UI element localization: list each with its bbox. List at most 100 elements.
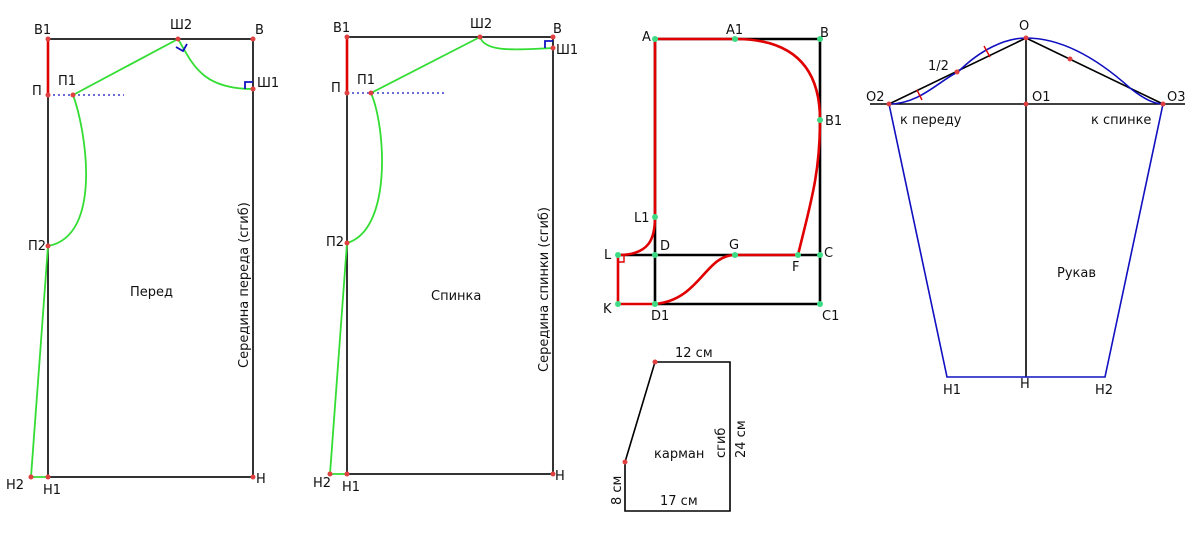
front-label-sh1: Ш1: [257, 76, 279, 91]
back-label-sh1: Ш1: [556, 43, 578, 58]
pocket-left-size: 8 см: [610, 476, 625, 505]
hood-point-l: [615, 252, 621, 258]
front-right-angle-mark: [175, 43, 188, 53]
sleeve-point-o3: [1160, 101, 1166, 107]
back-label-n2: Н2: [313, 476, 331, 491]
back-point-p: [344, 90, 350, 96]
front-point-p2: [45, 243, 51, 249]
sleeve-label-o3: O3: [1167, 90, 1186, 105]
back-frame: [346, 36, 554, 475]
sleeve-outline: [888, 103, 1164, 378]
sleeve-point-o: [1023, 35, 1029, 41]
sleeve-tick-mark: [916, 89, 923, 101]
back-right-angle-mark: [544, 40, 553, 48]
hood-label-k: K: [603, 302, 612, 317]
front-side-seam: [30, 245, 49, 478]
front-point-n2: [28, 474, 34, 480]
sleeve-label-o: O: [1019, 19, 1029, 34]
back-neckline: [479, 36, 554, 51]
hood-label-c1: C1: [822, 309, 839, 324]
hood-point-c1: [817, 301, 823, 307]
front-frame: [47, 38, 254, 478]
hood-pattern: A A1 B B1 L1 L D G C F K D1 C1: [603, 23, 842, 324]
front-point-p: [45, 92, 51, 98]
sleeve-label-h2: Н2: [1095, 383, 1113, 398]
sleeve-point-half: [954, 69, 960, 75]
front-pattern: В1 Ш2 В Ш1 П П1 П2 Н2 Н1 Н Перед Середин…: [6, 18, 279, 498]
front-label-n1: Н1: [43, 483, 61, 498]
hood-label-d: D: [660, 239, 670, 254]
hood-label-a: A: [642, 30, 651, 45]
front-title: Перед: [130, 285, 173, 300]
front-point-p1: [70, 92, 76, 98]
sleeve-label-h1: Н1: [943, 383, 961, 398]
back-point-sh1: [550, 45, 556, 51]
front-point-n: [250, 474, 256, 480]
back-fold-label: Середина спинки (сгиб): [537, 207, 552, 372]
back-label-n: Н: [555, 469, 565, 484]
sleeve-point-o1: [1023, 101, 1029, 107]
back-label-p1: П1: [357, 73, 375, 88]
back-label-sh2: Ш2: [470, 17, 492, 32]
pocket-fold-label: сгиб: [714, 428, 729, 458]
sleeve-label-o2: O2: [866, 90, 885, 105]
pocket-pattern: 12 см карман сгиб 24 см 8 см 17 см: [610, 346, 749, 512]
front-fold-label: Середина переда (сгиб): [237, 202, 252, 368]
sleeve-point-back-half: [1067, 56, 1073, 62]
front-neckline: [177, 38, 254, 90]
pocket-top-size: 12 см: [675, 346, 713, 361]
sleeve-title: Рукав: [1057, 266, 1096, 281]
back-label-p: П: [331, 81, 341, 96]
pocket-outline: [624, 361, 731, 512]
sleeve-tick-mark: [983, 45, 991, 58]
front-right-angle-mark: [244, 81, 253, 89]
hood-point-d1: [652, 301, 658, 307]
back-point-n1: [344, 471, 350, 477]
front-point-sh2: [175, 36, 181, 42]
back-label-v1: В1: [333, 21, 350, 36]
sleeve-back-side-label: к спинке: [1091, 113, 1151, 128]
back-label-v: В: [553, 22, 562, 37]
sleeve-pattern: O 1/2 O2 O1 O3 к переду к спинке Рукав Н…: [866, 19, 1186, 398]
front-label-v1: В1: [34, 23, 51, 38]
hood-point-l1: [652, 214, 658, 220]
front-point-v1: [45, 36, 51, 42]
pocket-point-left: [622, 459, 628, 465]
pocket-point-top-left: [652, 359, 658, 365]
hood-label-d1: D1: [651, 309, 669, 324]
hood-right-angle-mark: [618, 255, 625, 263]
back-point-p2: [344, 240, 350, 246]
back-point-v1: [344, 34, 350, 40]
back-point-sh2: [477, 34, 483, 40]
sleeve-label-half: 1/2: [928, 59, 949, 74]
back-point-n: [550, 471, 556, 477]
hood-label-a1: A1: [726, 23, 743, 38]
front-label-p: П: [32, 84, 42, 99]
hood-point-g: [732, 252, 738, 258]
back-armhole: [346, 92, 383, 244]
hood-label-f: F: [792, 260, 799, 275]
hood-label-l: L: [604, 248, 612, 263]
sleeve-front-side-label: к переду: [900, 113, 962, 128]
front-point-sh1: [250, 86, 256, 92]
hood-point-a1: [732, 36, 738, 42]
back-title: Спинка: [431, 289, 481, 304]
front-shoulder-line: [72, 38, 179, 96]
pocket-right-size: 24 см: [734, 420, 749, 458]
front-label-n: Н: [256, 472, 266, 487]
hood-outline: [616, 37, 822, 306]
front-point-v: [250, 36, 256, 42]
front-label-sh2: Ш2: [170, 18, 192, 33]
front-point-n1: [45, 474, 51, 480]
hood-label-l1: L1: [634, 211, 650, 226]
back-point-n2: [327, 471, 333, 477]
front-label-n2: Н2: [6, 478, 24, 493]
hood-point-b1: [817, 117, 823, 123]
back-label-p2: П2: [326, 235, 344, 250]
pocket-title: карман: [654, 447, 704, 462]
back-point-p1: [368, 90, 374, 96]
back-pattern: В1 Ш2 В Ш1 П П1 П2 Н2 Н1 Н Спинка Середи…: [313, 17, 578, 495]
front-label-v: В: [255, 23, 264, 38]
hood-label-b: B: [820, 26, 829, 41]
